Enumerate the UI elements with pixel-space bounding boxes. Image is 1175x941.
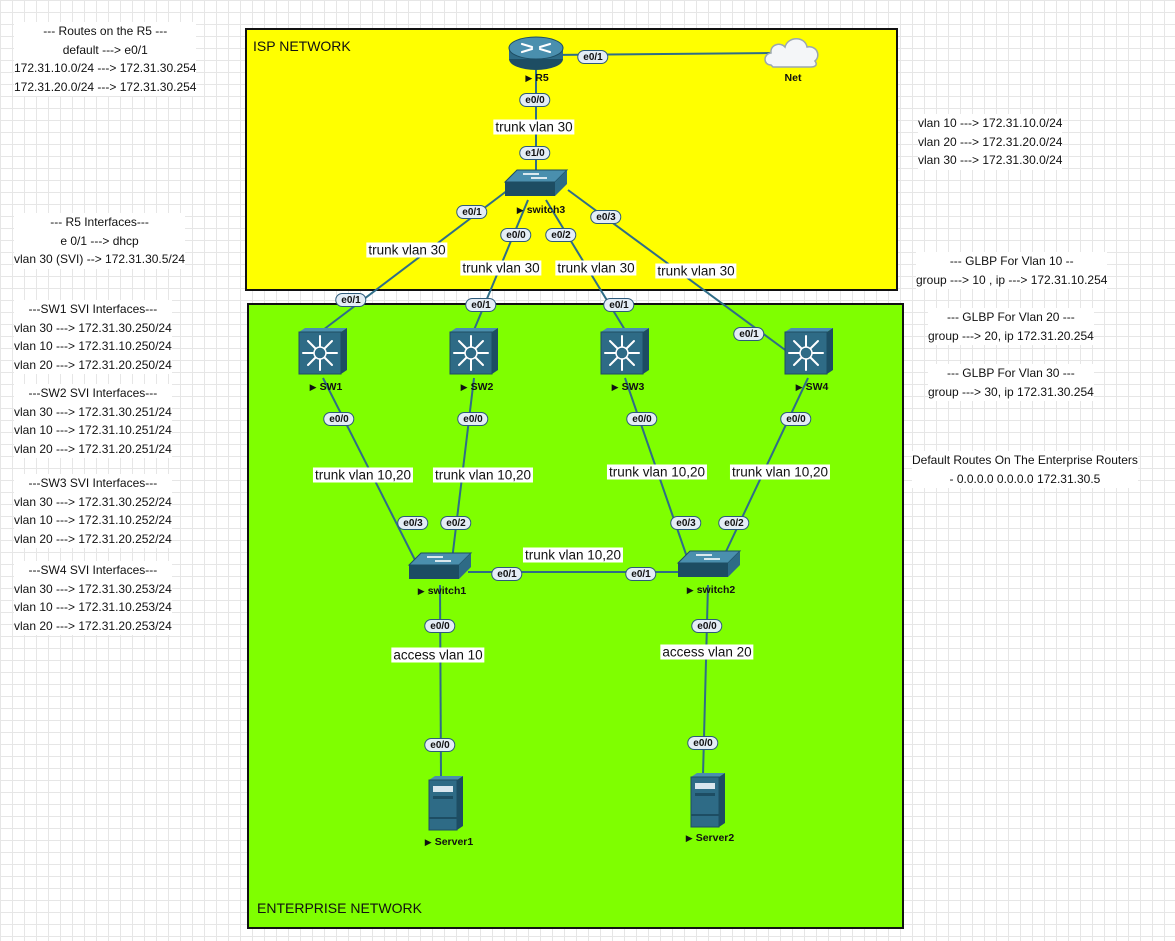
- iface-sw1-e0-0: e0/0: [323, 412, 355, 426]
- label-link-sw3-switch2: trunk vlan 10,20: [606, 464, 708, 480]
- server2-label: ▶Server2: [685, 832, 735, 844]
- note-glbp-vlan20: --- GLBP For Vlan 20 --- group ---> 20, …: [928, 308, 1094, 345]
- switch-icon: [503, 169, 569, 196]
- iface-sw4-e0-1: e0/1: [733, 327, 765, 341]
- iface-switch1-e0-2: e0/2: [440, 516, 472, 530]
- multilayer-switch-icon: [449, 328, 498, 375]
- r5-label: ▶R5: [525, 72, 549, 84]
- label-link-sw1-switch1: trunk vlan 10,20: [312, 467, 414, 483]
- cloud-icon: [764, 38, 819, 68]
- iface-switch2-e0-2: e0/2: [718, 516, 750, 530]
- iface-switch1-e0-3: e0/3: [397, 516, 429, 530]
- sw1[interactable]: [297, 326, 349, 376]
- iface-switch2-e0-3: e0/3: [670, 516, 702, 530]
- sw2-label: ▶SW2: [460, 381, 494, 393]
- iface-r5-e0-0: e0/0: [519, 93, 551, 107]
- internet-cloud[interactable]: [761, 32, 823, 72]
- note-glbp-vlan10: --- GLBP For Vlan 10 -- group ---> 10 , …: [916, 252, 1108, 289]
- switch-icon: [407, 552, 473, 579]
- iface-switch3-e0-1: e0/1: [456, 205, 488, 219]
- multilayer-switch-icon: [298, 328, 347, 375]
- multilayer-switch-icon: [600, 328, 649, 375]
- switch-icon: [676, 550, 742, 577]
- label-link-sw2-switch1: trunk vlan 10,20: [432, 467, 534, 483]
- iface-switch3-e0-0: e0/0: [500, 228, 532, 242]
- iface-sw2-e0-0: e0/0: [457, 412, 489, 426]
- iface-switch3-e0-2: e0/2: [545, 228, 577, 242]
- iface-r5-e0-1: e0/1: [577, 50, 609, 64]
- label-link-switch3-sw2: trunk vlan 30: [460, 260, 542, 276]
- sw3-label: ▶SW3: [611, 381, 645, 393]
- sw3[interactable]: [599, 326, 651, 376]
- server-icon: [428, 776, 463, 831]
- label-link-switch3-sw3: trunk vlan 30: [555, 260, 637, 276]
- label-link-switch3-sw1: trunk vlan 30: [366, 242, 448, 258]
- note-sw2-svi: ---SW2 SVI Interfaces--- vlan 30 ---> 17…: [14, 384, 172, 458]
- sw4[interactable]: [783, 326, 835, 376]
- iface-server1-e0-0: e0/0: [424, 738, 456, 752]
- r5-router[interactable]: [507, 33, 565, 73]
- note-routes-r5: --- Routes on the R5 --- default ---> e0…: [14, 22, 197, 96]
- label-link-switch1-server1: access vlan 10: [391, 647, 485, 663]
- iface-sw3-e0-1: e0/1: [603, 298, 635, 312]
- server1-label: ▶Server1: [424, 836, 474, 848]
- iface-switch2-e0-1: e0/1: [625, 567, 657, 581]
- switch2[interactable]: [676, 549, 742, 579]
- note-vlan-subnets: vlan 10 ---> 172.31.10.0/24 vlan 20 --->…: [918, 114, 1063, 170]
- switch2-label: ▶switch2: [686, 584, 736, 596]
- iface-sw2-e0-1: e0/1: [465, 298, 497, 312]
- switch1-label: ▶switch1: [417, 585, 467, 597]
- label-link-switch3-sw4: trunk vlan 30: [655, 263, 737, 279]
- isp-network-title: ISP NETWORK: [253, 38, 351, 54]
- label-link-r5-switch3: trunk vlan 30: [493, 119, 575, 135]
- label-link-sw4-switch2: trunk vlan 10,20: [729, 464, 831, 480]
- iface-server2-e0-0: e0/0: [687, 736, 719, 750]
- switch3[interactable]: [503, 168, 569, 198]
- iface-sw1-e0-1: e0/1: [335, 293, 367, 307]
- server1[interactable]: [425, 774, 465, 832]
- iface-switch3-e0-3: e0/3: [590, 210, 622, 224]
- sw4-label: ▶SW4: [795, 381, 829, 393]
- note-sw3-svi: ---SW3 SVI Interfaces--- vlan 30 ---> 17…: [14, 474, 172, 548]
- server2[interactable]: [687, 771, 727, 829]
- server-icon: [690, 773, 725, 828]
- iface-sw4-e0-0: e0/0: [780, 412, 812, 426]
- note-sw1-svi: ---SW1 SVI Interfaces--- vlan 30 ---> 17…: [14, 300, 172, 374]
- label-link-switch2-server2: access vlan 20: [660, 644, 754, 660]
- note-default-routes: Default Routes On The Enterprise Routers…: [912, 451, 1138, 488]
- note-glbp-vlan30: --- GLBP For Vlan 30 --- group ---> 30, …: [928, 364, 1094, 401]
- switch1[interactable]: [407, 551, 473, 581]
- iface-switch1-e0-1: e0/1: [491, 567, 523, 581]
- net-label: Net: [784, 72, 802, 84]
- sw1-label: ▶SW1: [309, 381, 343, 393]
- enterprise-network-title: ENTERPRISE NETWORK: [257, 900, 422, 916]
- iface-sw3-e0-0: e0/0: [626, 412, 658, 426]
- iface-switch1-e0-0: e0/0: [424, 619, 456, 633]
- label-link-switch1-switch2: trunk vlan 10,20: [522, 547, 624, 563]
- router-icon: [508, 36, 564, 70]
- isp-network-zone: [245, 28, 898, 291]
- multilayer-switch-icon: [784, 328, 833, 375]
- iface-switch2-e0-0: e0/0: [691, 619, 723, 633]
- sw2[interactable]: [448, 326, 500, 376]
- note-sw4-svi: ---SW4 SVI Interfaces--- vlan 30 ---> 17…: [14, 561, 172, 635]
- note-r5-interfaces: --- R5 Interfaces--- e 0/1 ---> dhcp vla…: [14, 213, 186, 269]
- iface-switch3-e1-0: e1/0: [519, 146, 551, 160]
- switch3-label: ▶switch3: [516, 204, 566, 216]
